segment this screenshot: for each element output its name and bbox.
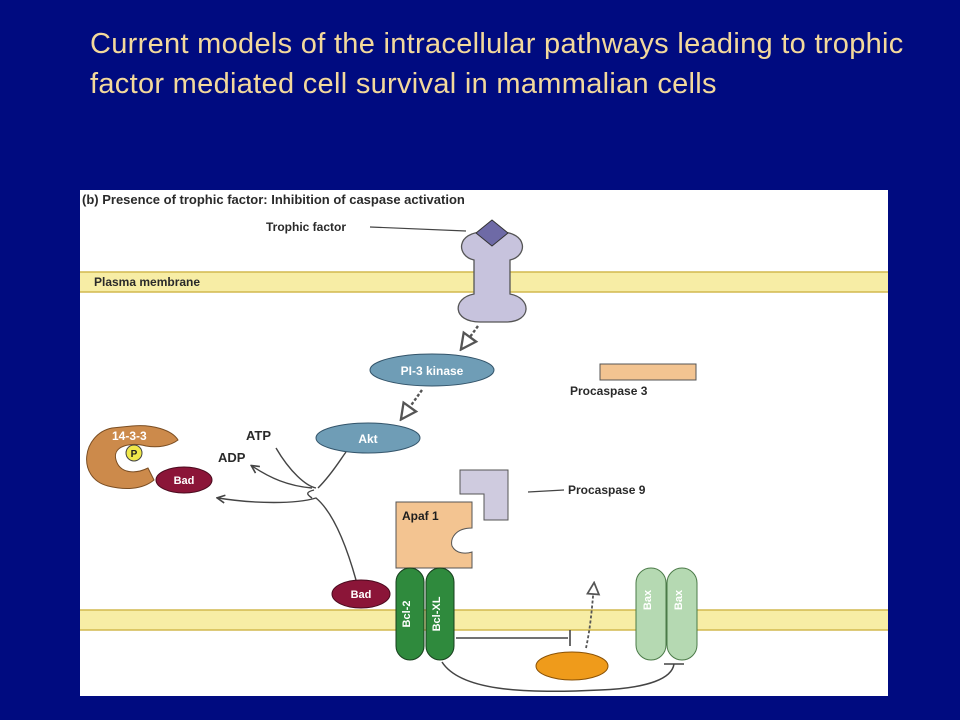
protein-14-3-3-label: 14-3-3 (112, 429, 147, 443)
cytochrome-release-arrow (585, 584, 594, 649)
bcl2-label: Bcl-2 (401, 601, 413, 628)
bad-junction (307, 489, 315, 499)
panel-heading: (b) Presence of trophic factor: Inhibiti… (82, 192, 465, 207)
pi3-kinase (369, 353, 495, 387)
pi3-kinase-label: PI-3 kinase (401, 364, 464, 378)
phosphate-label: P (131, 449, 138, 460)
atp-label: ATP (246, 428, 271, 443)
activation-arrow-pi3k-akt (402, 389, 423, 418)
bad-membrane-label: Bad (351, 589, 372, 601)
cytochrome-c (535, 651, 609, 681)
akt-phosphorylation-line (317, 451, 347, 489)
procaspase-9-leader (527, 489, 565, 493)
bax-left-label: Bax (642, 589, 654, 610)
bad-bound (155, 466, 213, 494)
adp-label: ADP (218, 450, 246, 465)
akt (315, 422, 421, 454)
bad-phosphorylation-arrow (218, 498, 357, 581)
bad-bound-label: Bad (174, 475, 195, 487)
bcl-bax-inhibition-line (441, 661, 675, 693)
bclxl (425, 567, 455, 661)
trophic-factor-leader (369, 226, 467, 232)
bax-left (635, 567, 667, 661)
bax-right (666, 567, 698, 661)
apaf1-label: Apaf 1 (402, 509, 439, 523)
bclxl-label: Bcl-XL (431, 596, 443, 631)
plasma-membrane-label: Plasma membrane (94, 275, 200, 289)
activation-arrow-receptor-pi3k (462, 325, 479, 348)
atp-consumption-line (275, 447, 317, 489)
procaspase-9-label: Procaspase 9 (568, 483, 646, 497)
procaspase-9 (459, 469, 509, 521)
adp-release-arrow (252, 466, 313, 489)
trophic-factor-label: Trophic factor (266, 220, 346, 234)
mitochondrial-membrane (80, 610, 888, 630)
bad-membrane (331, 579, 391, 609)
survival-pathway-diagram: (b) Presence of trophic factor: Inhibiti… (80, 190, 888, 696)
phosphate (125, 444, 143, 462)
procaspase-3 (599, 363, 697, 381)
bcl2 (395, 567, 425, 661)
akt-label: Akt (358, 432, 377, 446)
apaf1 (395, 501, 473, 569)
bax-right-label: Bax (673, 589, 685, 610)
trophic-factor-receptor (457, 231, 527, 323)
slide-title: Current models of the intracellular path… (90, 28, 904, 100)
trophic-factor-ligand (475, 219, 509, 247)
protein-14-3-3 (86, 425, 179, 489)
procaspase-3-label: Procaspase 3 (570, 384, 648, 398)
